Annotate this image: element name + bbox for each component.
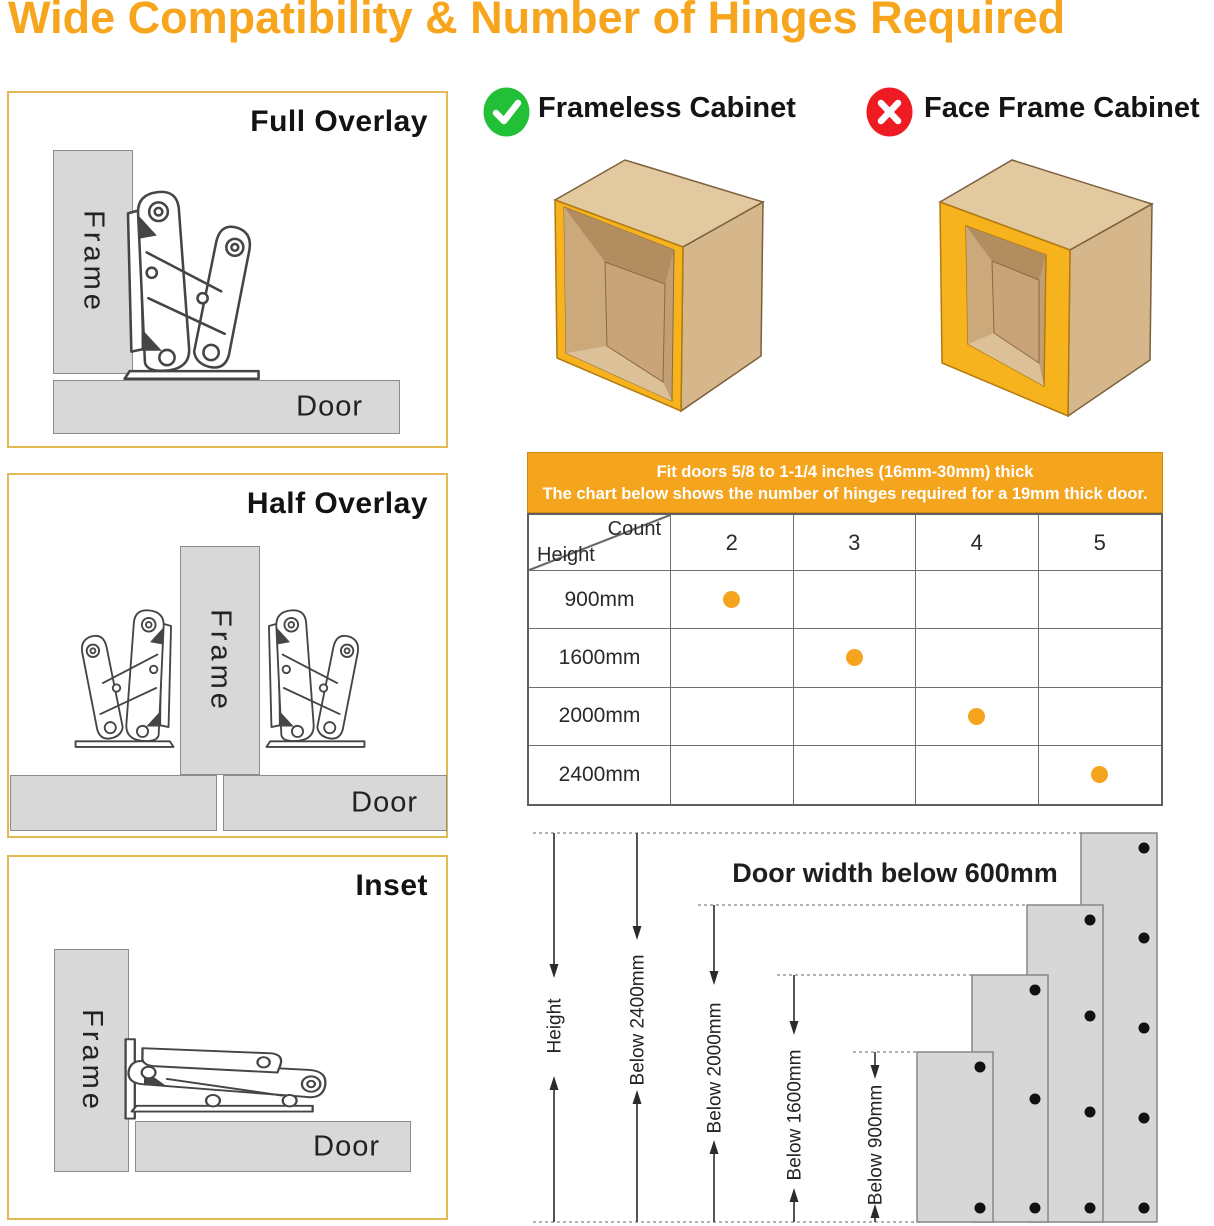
check-icon [483, 87, 530, 137]
count-cell [671, 745, 794, 804]
column-header: 5 [1038, 515, 1161, 571]
frame-label: Frame [204, 608, 237, 713]
hinge-illustration-flat [124, 1038, 327, 1120]
door-panels-group [916, 832, 1158, 1223]
dim-arrow-1600: Below 1600mm [785, 975, 806, 1222]
hinge-position-dot [974, 1061, 986, 1073]
frame-label: Frame [77, 210, 110, 314]
dim-label: Height [545, 998, 566, 1054]
frame-rect: Frame [54, 949, 129, 1172]
hinge-illustration [123, 190, 260, 381]
hinge-position-dot [1029, 984, 1041, 996]
frame-rect: Frame [53, 150, 133, 374]
door-label: Door [313, 1130, 380, 1162]
row-header: 2400mm [529, 745, 671, 804]
count-cell [1038, 571, 1161, 630]
row-header: 900mm [529, 571, 671, 630]
hinge-position-dot [1084, 1106, 1096, 1118]
column-header: 3 [793, 515, 916, 571]
cross-icon [866, 87, 913, 137]
overlay-box-title: Inset [355, 869, 428, 902]
door-rect: Door [53, 380, 400, 434]
full-overlay-box: Full Overlay Frame Door [7, 91, 448, 448]
row-header: 2000mm [529, 687, 671, 746]
dim-label: Below 1600mm [785, 1050, 806, 1181]
overlay-box-title: Half Overlay [246, 487, 428, 520]
frameless-cabinet-image [553, 159, 765, 413]
half-overlay-box: Half Overlay Frame Door [7, 473, 448, 838]
corner-height-label: Height [537, 544, 595, 566]
hinge-position-dot [974, 1202, 986, 1214]
dim-arrow-2400: Below 2400mm [628, 833, 649, 1222]
hinge-position-dot [1138, 842, 1150, 854]
count-cell [793, 687, 916, 746]
door-rect-right: Door [223, 775, 447, 831]
hinge-illustration-left [74, 609, 175, 748]
door-panel [916, 1051, 994, 1223]
hinge-position-dot [1029, 1202, 1041, 1214]
count-cell [671, 629, 794, 688]
inset-box: Inset Frame Door [7, 855, 448, 1220]
count-cell [1039, 746, 1162, 804]
dim-label: Below 900mm [866, 1085, 887, 1205]
count-cell [916, 629, 1039, 688]
hinge-position-dot [1084, 1202, 1096, 1214]
hinge-position-dot [1138, 1202, 1150, 1214]
hinge-count-dot [1091, 766, 1109, 784]
hinge-position-dot [1138, 1022, 1150, 1034]
page-title: Wide Compatibility & Number of Hinges Re… [8, 0, 1066, 43]
hinge-illustration-right [265, 609, 366, 748]
dim-label: Below 2000mm [705, 1003, 726, 1134]
count-cell [916, 687, 1039, 746]
diagram-title: Door width below 600mm [732, 858, 1058, 888]
overlay-box-title: Full Overlay [250, 105, 428, 138]
door-label: Door [351, 786, 418, 819]
dim-arrow-900: Below 900mm [866, 1052, 887, 1222]
hinge-position-dot [1029, 1093, 1041, 1105]
door-height-diagram: Door width below 600mm Height Below 2400… [533, 832, 1158, 1223]
hinge-position-dot [1084, 914, 1096, 926]
face-frame-cabinet-image [938, 159, 1154, 418]
door-label: Door [296, 390, 363, 423]
hinge-position-dot [1084, 1010, 1096, 1022]
count-cell [671, 687, 794, 746]
column-header: 4 [916, 515, 1039, 571]
count-cell [671, 571, 794, 630]
corner-count-label: Count [607, 518, 661, 540]
count-cell [793, 571, 916, 630]
hinge-count-dot [845, 649, 863, 667]
count-cell [916, 745, 1039, 804]
banner-line2: The chart below shows the number of hing… [542, 485, 1148, 503]
frame-rect: Frame [180, 546, 260, 775]
column-header: 2 [671, 515, 794, 571]
count-cell [794, 745, 916, 804]
hinge-position-dot [1138, 932, 1150, 944]
hinge-count-dot [723, 591, 741, 609]
face-frame-cabinet-label: Face Frame Cabinet [924, 92, 1200, 124]
fit-doors-banner: Fit doors 5/8 to 1-1/4 inches (16mm-30mm… [527, 452, 1163, 513]
dim-label: Below 2400mm [628, 955, 649, 1086]
frame-label: Frame [76, 1008, 108, 1113]
dim-arrow-height: Height [545, 833, 566, 1222]
row-header: 1600mm [529, 629, 671, 688]
hinge-count-dot [968, 707, 986, 725]
table-corner-cell: Count Height [529, 515, 671, 571]
dim-arrow-2000: Below 2000mm [705, 905, 726, 1222]
banner-line1: Fit doors 5/8 to 1-1/4 inches (16mm-30mm… [656, 463, 1034, 481]
count-cell [1038, 629, 1161, 688]
count-cell [916, 571, 1039, 630]
count-cell [1038, 688, 1161, 746]
door-rect: Door [135, 1121, 411, 1172]
door-rect-left [10, 775, 217, 831]
count-cell [793, 629, 916, 688]
frameless-cabinet-label: Frameless Cabinet [538, 92, 796, 124]
hinge-position-dot [1138, 1112, 1150, 1124]
